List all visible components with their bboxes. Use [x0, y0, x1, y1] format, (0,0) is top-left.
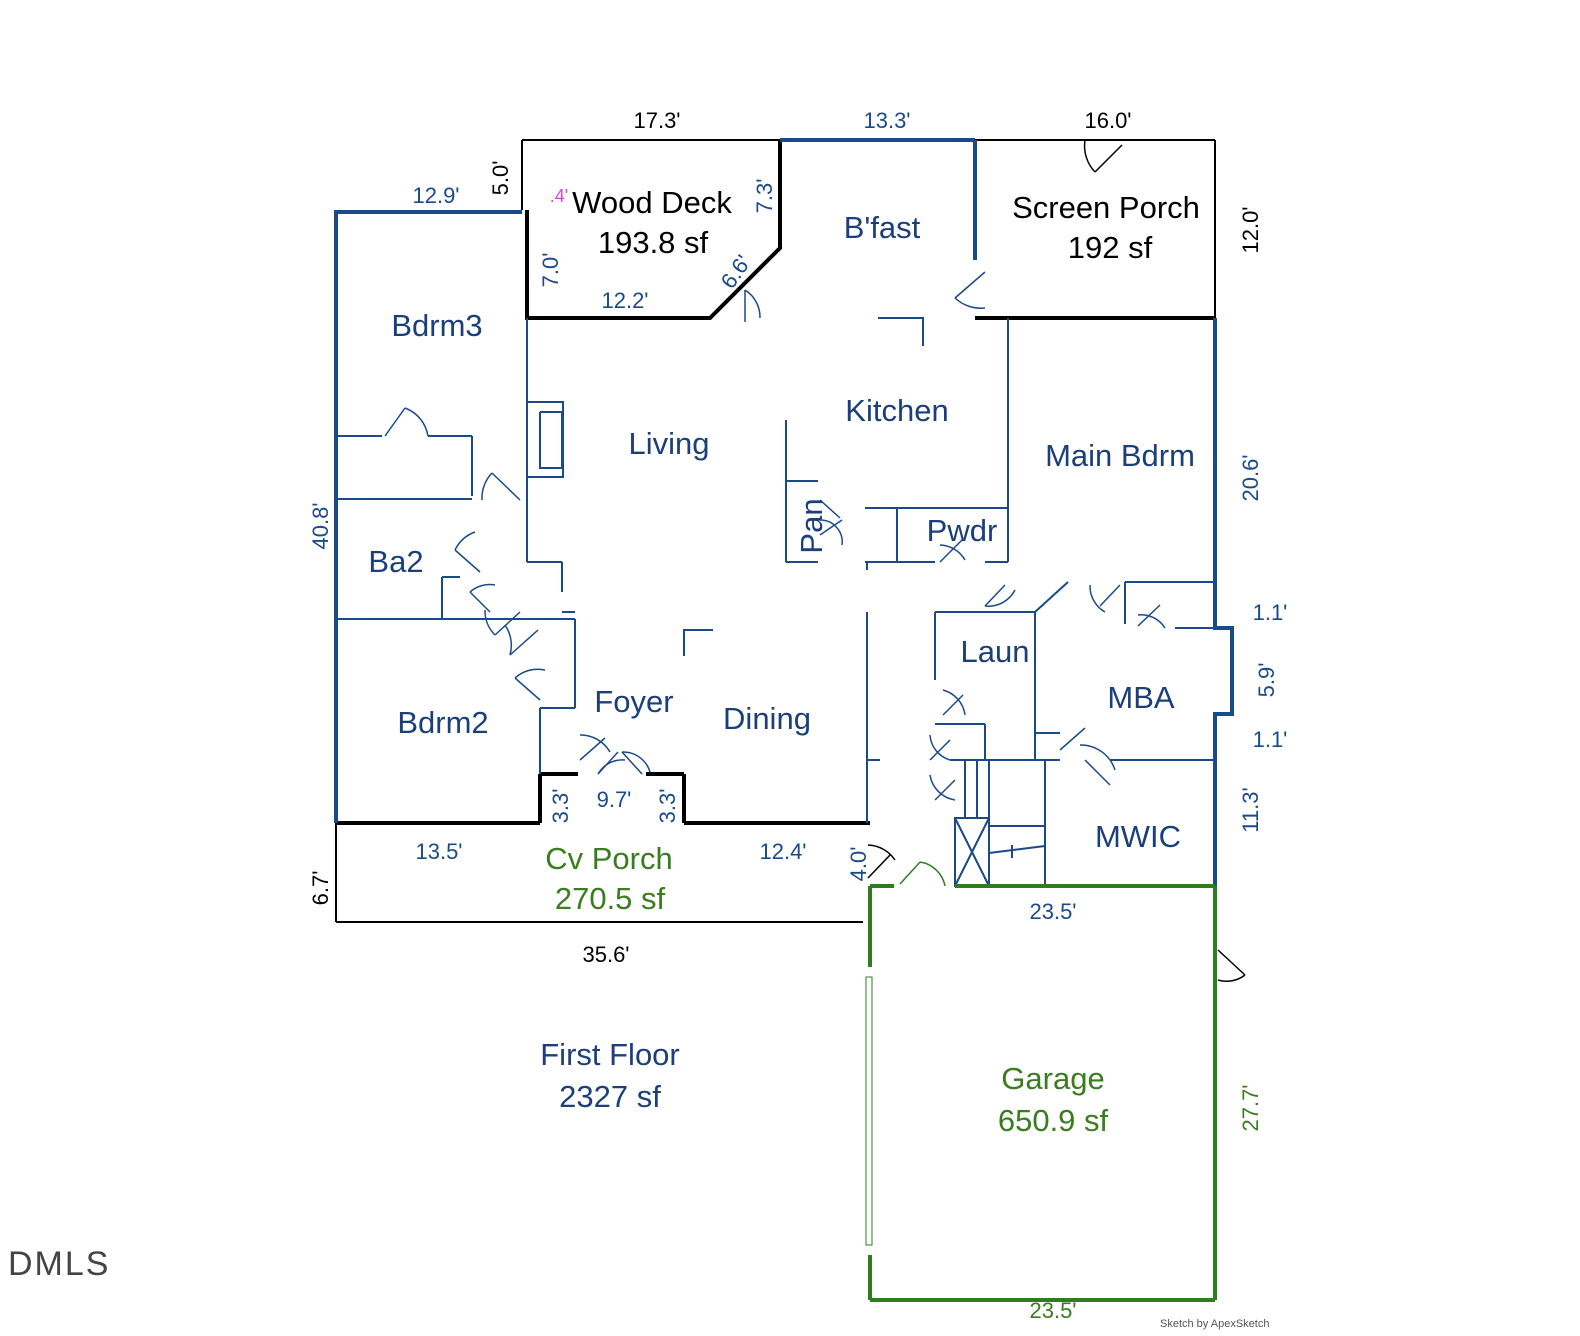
garage-door — [865, 976, 873, 1246]
door-mwic-b — [1059, 727, 1086, 751]
door-front-right — [621, 751, 651, 775]
wood-deck-area: 193.8 sf — [598, 225, 709, 260]
door-garage-entry — [899, 861, 946, 887]
room-labels: Wood Deck 193.8 sf B'fast Screen Porch 1… — [368, 185, 1200, 1138]
dining-label: Dining — [723, 701, 811, 736]
dim-porch-depth: 6.7' — [308, 871, 333, 906]
mba-diag — [1034, 581, 1069, 613]
door-hall-a — [484, 609, 521, 636]
door-mba-closet — [1137, 604, 1166, 629]
door-hall-b — [504, 624, 539, 656]
stairs-landing-b — [988, 845, 1046, 854]
dim-porch-side: 4.0' — [846, 847, 871, 882]
mba-label: MBA — [1107, 680, 1175, 715]
dim-bdrm3-top: 12.9' — [412, 183, 459, 208]
dimension-labels: 17.3' 13.3' 16.0' 5.0' 12.9' .4' 7.3' 7.… — [308, 108, 1287, 1323]
dim-mba-bump: 5.9' — [1254, 663, 1279, 698]
ba2-label: Ba2 — [368, 544, 423, 579]
kitchen-label: Kitchen — [845, 393, 948, 428]
door-swings — [384, 139, 1246, 983]
dim-deck-marker: .4' — [550, 186, 568, 206]
door-front-left — [597, 751, 626, 775]
dim-garage-bottom: 23.5' — [1029, 1298, 1076, 1323]
door-mba — [1089, 584, 1121, 613]
garage-area: 650.9 sf — [998, 1103, 1109, 1138]
door-garage-side — [1217, 949, 1246, 983]
stairs-x-b — [954, 817, 990, 887]
pan-label: Pan — [794, 498, 829, 553]
mwic-label: MWIC — [1095, 819, 1181, 854]
bdrm2-label: Bdrm2 — [397, 705, 488, 740]
fireplace — [526, 401, 564, 478]
dim-entry-right: 3.3' — [655, 789, 680, 824]
dim-deck-inner-right: 7.3' — [752, 179, 777, 214]
door-bdrm2 — [514, 668, 546, 701]
foyer-label: Foyer — [594, 684, 673, 719]
living-label: Living — [629, 426, 710, 461]
sketch-credit: Sketch by ApexSketch — [1160, 1318, 1270, 1330]
laun-label: Laun — [961, 634, 1030, 669]
cv-porch-label: Cv Porch — [545, 841, 672, 876]
cv-porch-area: 270.5 sf — [555, 881, 666, 916]
dim-deck-top: 17.3' — [633, 108, 680, 133]
wood-deck-label: Wood Deck — [572, 185, 732, 220]
dim-garage-top: 23.5' — [1029, 899, 1076, 924]
bdrm3-label: Bdrm3 — [391, 308, 482, 343]
dim-mba-bump-top: 1.1' — [1253, 600, 1288, 625]
door-ba2 — [454, 531, 481, 573]
door-foyer-closet — [579, 734, 611, 761]
right-exterior-wall — [1213, 318, 1234, 886]
screen-porch-area: 192 sf — [1068, 230, 1153, 265]
door-bdrm3-closet — [384, 407, 429, 437]
dim-porch-right: 12.0' — [1238, 206, 1263, 253]
wood-deck-inner-wall — [525, 140, 782, 320]
dim-main-bdrm-right: 20.6' — [1238, 454, 1263, 501]
door-porch-top — [1083, 139, 1123, 173]
door-ba2-closet — [469, 583, 496, 613]
dining-column — [683, 629, 713, 656]
floor-area: 2327 sf — [559, 1079, 661, 1114]
dim-mwic-right: 11.3' — [1238, 787, 1263, 832]
bfast-label: B'fast — [844, 210, 921, 245]
floor-name: First Floor — [540, 1037, 680, 1072]
dim-garage-right: 27.7' — [1238, 1084, 1263, 1131]
door-mwic — [1079, 744, 1116, 786]
dim-mba-bump-bottom: 1.1' — [1253, 727, 1288, 752]
door-laun-side — [942, 689, 966, 716]
dim-porch-top: 16.0' — [1084, 108, 1131, 133]
mls-logo: DMLS — [8, 1245, 111, 1283]
dim-left-wall: 40.8' — [308, 502, 333, 549]
dim-deck-bottom: 12.2' — [601, 288, 648, 313]
deck-walls-thick — [336, 140, 1215, 825]
door-porch-side — [867, 844, 896, 879]
kitchen-island-corner — [878, 317, 924, 346]
dim-bfast-top: 13.3' — [863, 108, 910, 133]
main-bdrm-label: Main Bdrm — [1045, 438, 1195, 473]
dim-porch-right-seg: 12.4' — [759, 839, 806, 864]
door-bdrm3 — [481, 472, 521, 501]
dim-entry-width: 9.7' — [597, 787, 632, 812]
dim-porch-bottom: 35.6' — [582, 942, 629, 967]
door-bfast-porch — [954, 271, 986, 309]
door-pantry — [819, 499, 843, 546]
door-hall-garage — [929, 734, 951, 761]
fireplace-inner — [539, 411, 563, 469]
garage-label: Garage — [1001, 1061, 1104, 1096]
dim-deck-left: 7.0' — [538, 253, 563, 288]
dim-entry-left: 3.3' — [548, 789, 573, 824]
pwdr-label: Pwdr — [927, 513, 998, 548]
interior-walls-blue — [336, 317, 1215, 887]
door-deck — [744, 289, 761, 322]
dim-porch-left-seg: 13.5' — [415, 839, 462, 864]
door-stairs — [929, 774, 956, 801]
door-laun — [984, 584, 1016, 607]
dim-deck-left-upper: 5.0' — [488, 161, 513, 196]
garage-walls-green — [868, 884, 1217, 1302]
exterior-structures-black — [335, 139, 1216, 923]
screen-porch-label: Screen Porch — [1012, 190, 1200, 225]
dim-deck-diag: 6.6' — [716, 250, 756, 293]
door-pwdr — [939, 539, 966, 563]
